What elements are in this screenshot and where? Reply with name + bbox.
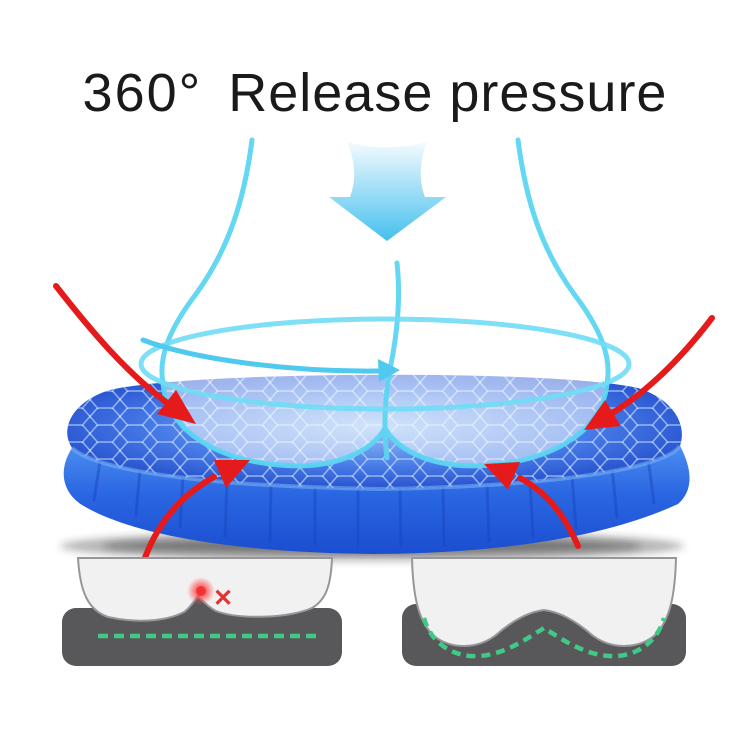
arrowhead-bottom-left (214, 460, 250, 488)
rotation-ring-outer (138, 316, 632, 412)
comparison-right-adaptive-cushion (402, 557, 686, 666)
degree-text: 360° (82, 63, 203, 123)
arrowhead-bottom-right (484, 462, 520, 490)
curved-arrow-top-left-icon (53, 283, 169, 405)
cushion-side-wall (63, 446, 690, 554)
rotation-ring-inner-arc (140, 337, 381, 374)
curved-arrow-bottom-right-icon (517, 475, 581, 549)
arrowhead-top-right (584, 400, 621, 430)
curved-arrow-bottom-left-icon (139, 474, 217, 569)
wrong-mark: ✕ (213, 585, 233, 612)
page-title: 360° Release pressure (0, 62, 750, 124)
cushion-front-rim-highlight (70, 444, 682, 492)
title-text: Release pressure (228, 63, 668, 123)
red-arrows (53, 283, 715, 569)
contour-adapt-line (421, 617, 667, 659)
rotation-ellipse-arrow-icon (138, 316, 632, 412)
body-center-crease (382, 260, 402, 461)
comparison-left-hard-cushion: ✕ (62, 557, 342, 666)
curved-arrow-top-right-icon (611, 315, 715, 415)
pressure-point-core (196, 586, 206, 596)
arrowhead-top-left (157, 390, 196, 424)
down-arrow-icon (329, 142, 446, 241)
body-contact-lightening (161, 140, 609, 466)
rotation-ring-arrowhead (378, 359, 400, 382)
